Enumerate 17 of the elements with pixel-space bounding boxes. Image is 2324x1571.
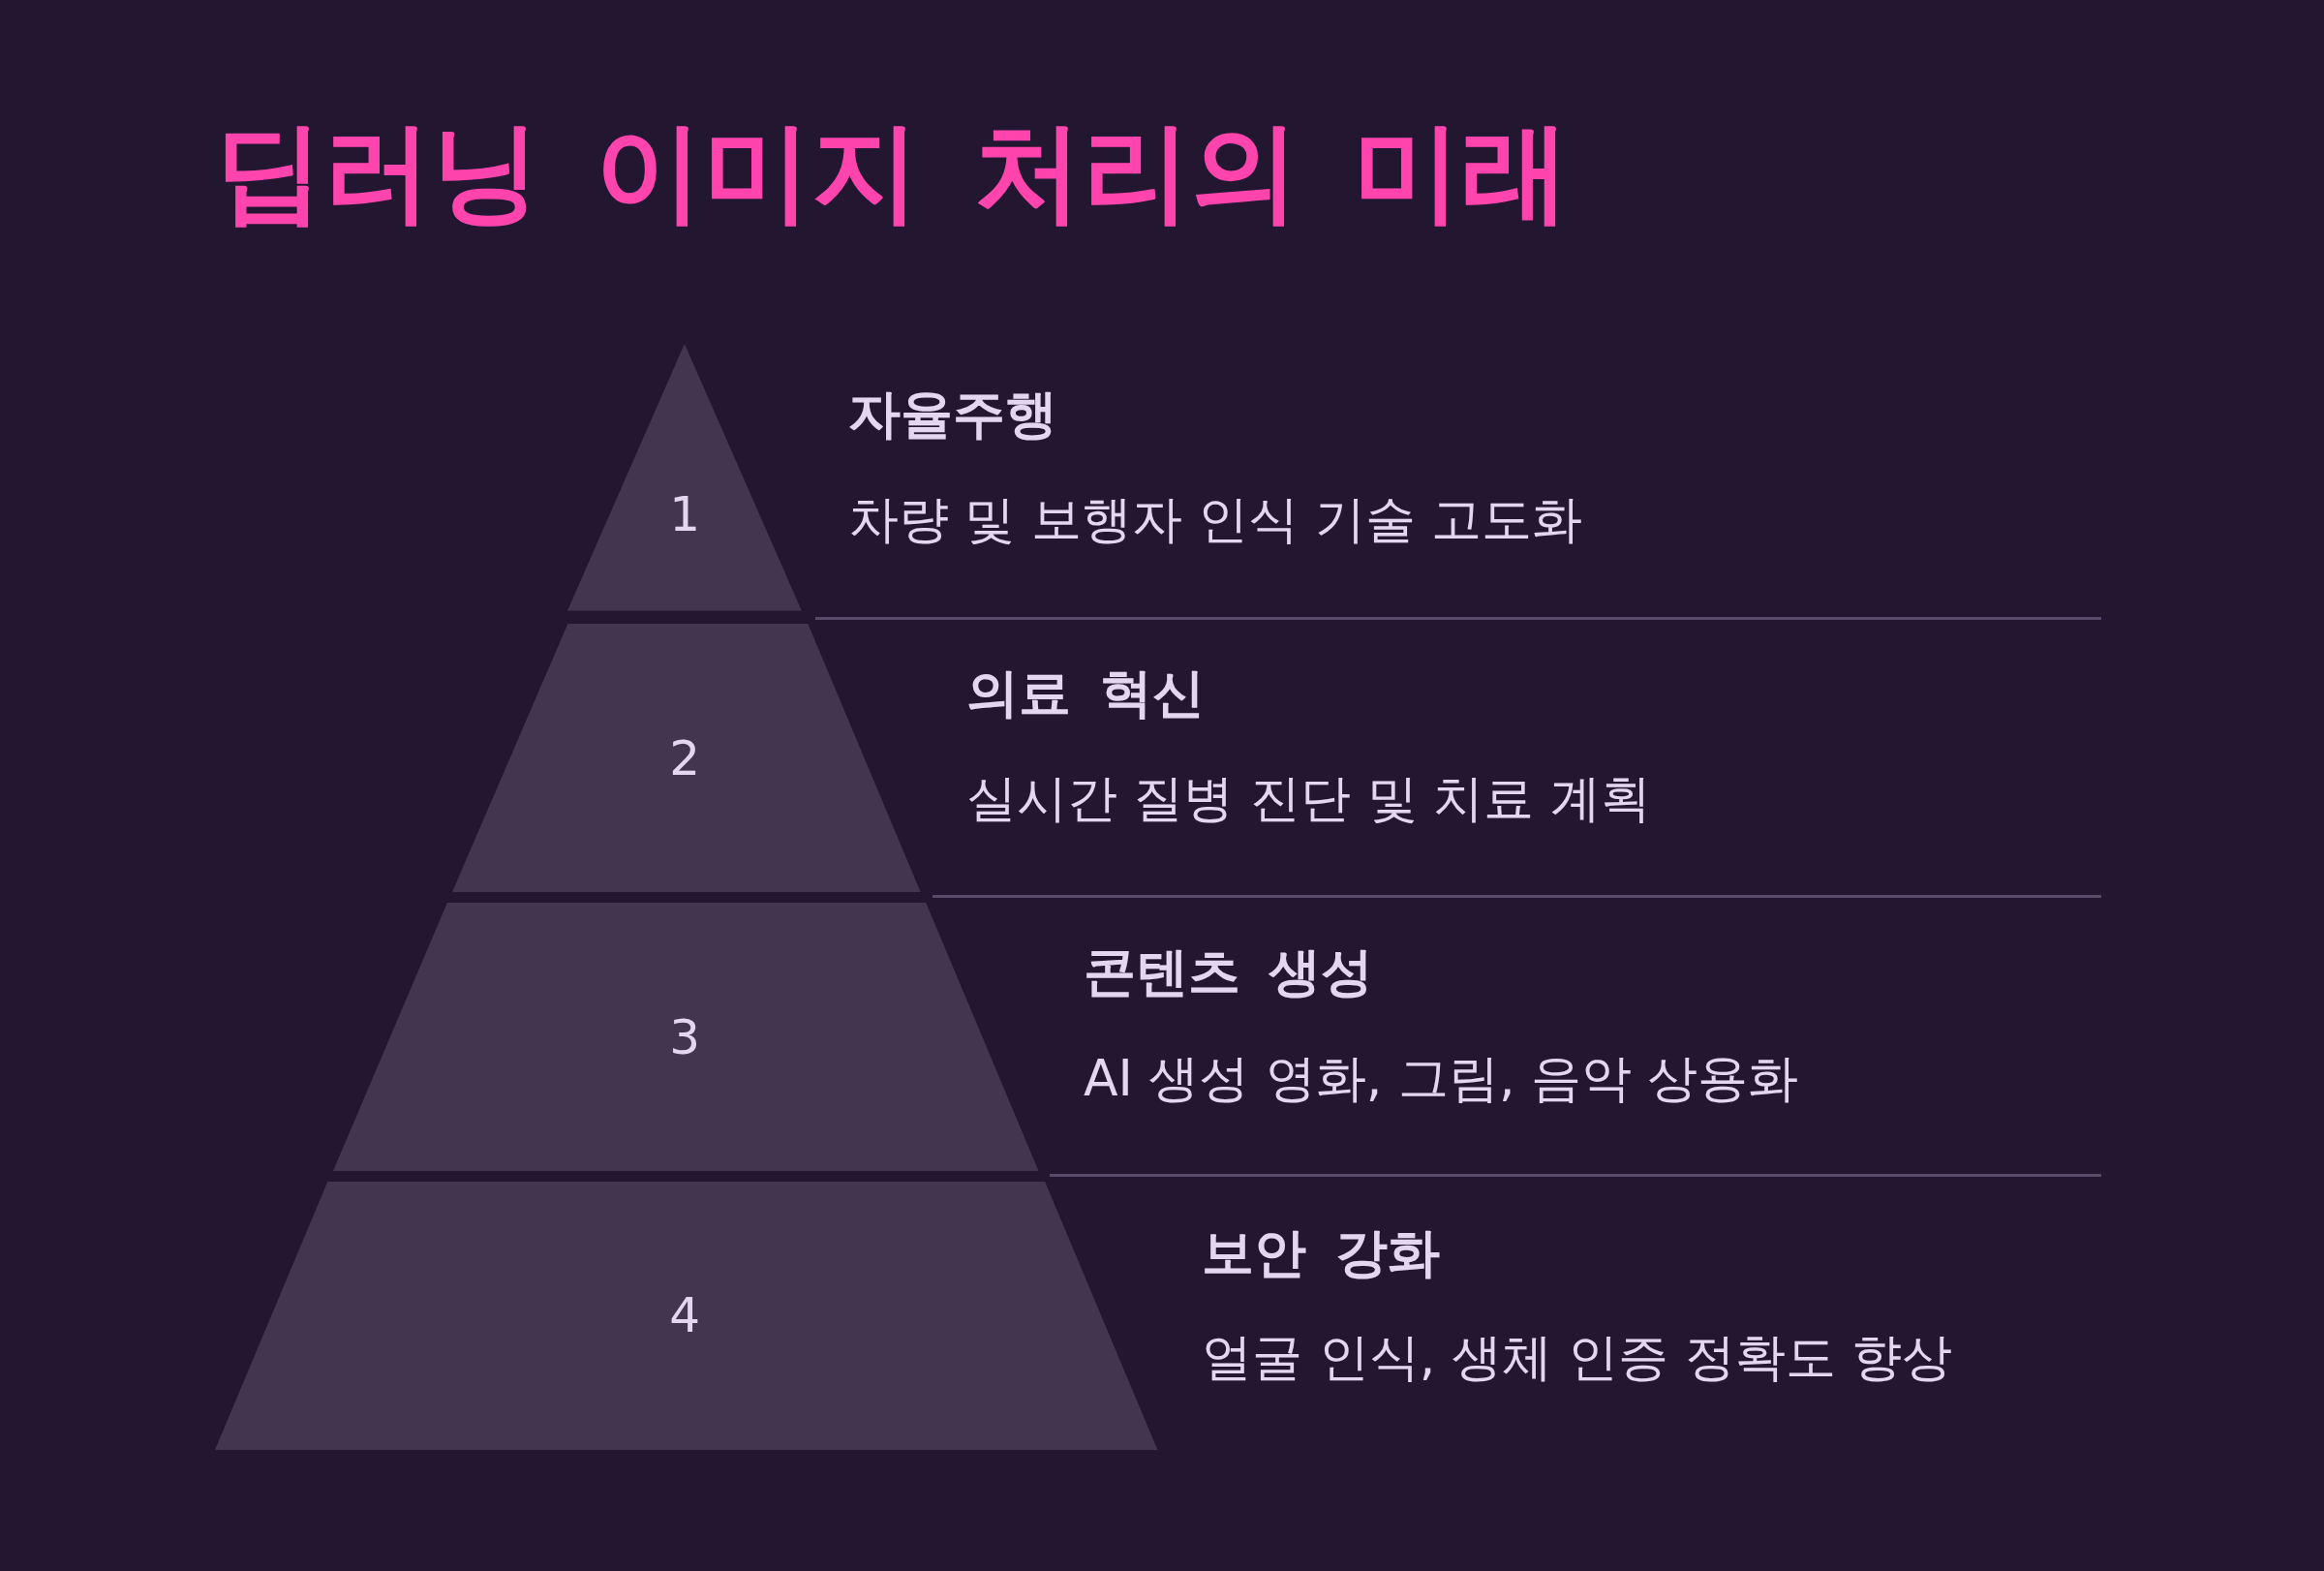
level-number: 4: [669, 1291, 701, 1340]
pyramid-level: [333, 903, 1039, 1172]
level-description: AI 생성 영화, 그림, 음악 상용화: [1083, 1047, 1799, 1109]
pyramid-level: [451, 624, 921, 893]
level-heading: 콘텐츠 생성: [1083, 940, 1374, 1004]
level-description: 차량 및 보행자 인식 기술 고도화: [847, 488, 1583, 550]
level-description: 얼굴 인식, 생체 인증 정확도 향상: [1202, 1326, 1953, 1387]
level-number: 2: [669, 733, 701, 783]
level-number: 3: [669, 1012, 701, 1062]
level-heading: 의료 혁신: [965, 662, 1205, 725]
level-heading: 자율주행: [847, 384, 1057, 447]
title: 딥러닝 이미지 처리의 미래: [215, 108, 1571, 236]
pyramid-level: [214, 1181, 1158, 1450]
pyramid-level: [567, 344, 803, 611]
level-heading: 보안 강화: [1202, 1222, 1440, 1286]
level-number: 1: [669, 490, 701, 539]
level-description: 실시간 질병 진단 및 치료 계획: [965, 767, 1651, 828]
